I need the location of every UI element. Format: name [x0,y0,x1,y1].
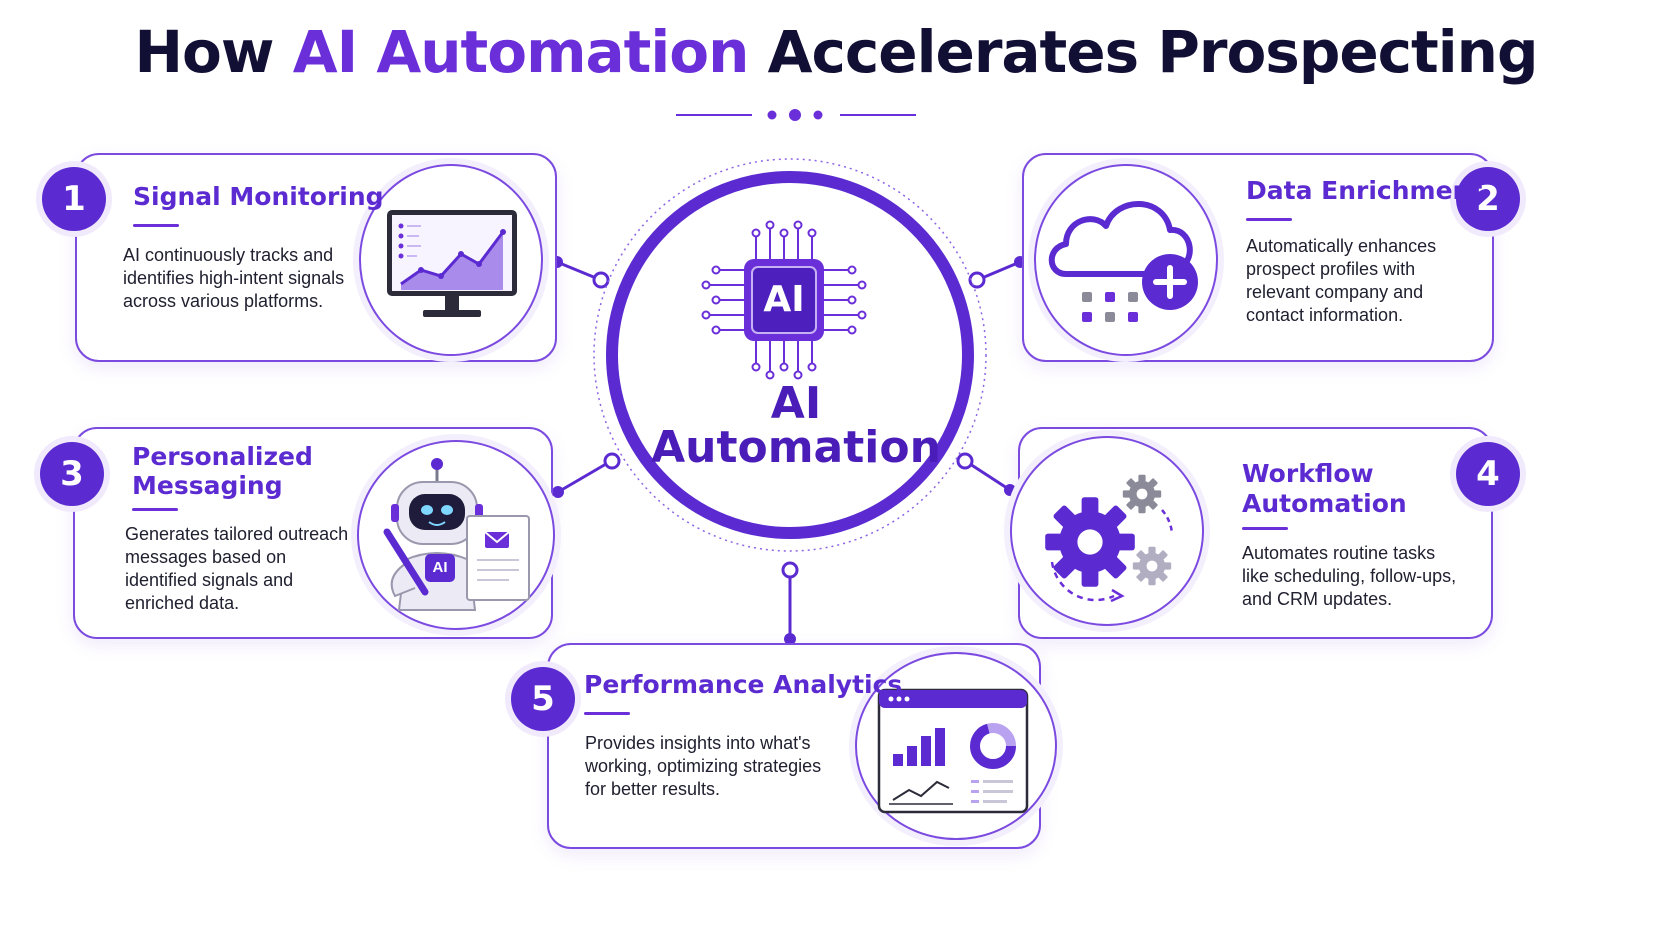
step-2-desc-line1: Automatically enhances [1246,236,1437,256]
gears-icon [1045,474,1174,603]
step-badge-4: 4 [1456,442,1520,506]
step-3-title-line2: Messaging [132,471,283,500]
step-2-title: Data Enrichment [1246,176,1483,205]
step-4-desc-line2: like scheduling, follow-ups, [1242,566,1457,586]
step-2-desc-line4: contact information. [1246,305,1404,325]
step-4-desc-line3: and CRM updates. [1242,589,1393,609]
step-2-icon-circle [1034,164,1218,356]
step-3-underline [132,508,178,511]
step-3-title-line1: Personalized [132,442,313,471]
step-2-underline [1246,218,1292,221]
title-part2: Accelerates Prospecting [748,18,1539,86]
step-4-desc-line1: Automates routine tasks [1242,543,1436,563]
step-3-desc-line3: identified signals and [125,570,294,590]
step-3-icon-circle: AI [357,440,555,630]
monitor-chart-icon [387,210,517,317]
step-5-desc-line1: Provides insights into what's [585,733,811,753]
ai-chip-icon [701,220,867,380]
step-1-desc-line1: AI continuously tracks and [123,245,334,265]
step-4-title-line1: Workflow [1242,459,1374,488]
step-2-desc-line3: relevant company and [1246,282,1424,302]
step-5-desc-line2: working, optimizing strategies [585,756,822,776]
step-3-desc-line4: enriched data. [125,593,240,613]
step-badge-2: 2 [1456,167,1520,231]
step-2-desc-line2: prospect profiles with [1246,259,1416,279]
step-3-desc-line1: Generates tailored outreach [125,524,349,544]
step-5-icon-circle [855,652,1057,840]
title-divider [676,109,916,121]
title-part1: How [134,18,293,86]
cloud-plus-icon [1048,201,1198,322]
step-5-title: Performance Analytics [584,670,903,699]
ai-chip-label: AI [763,279,805,320]
robot-writing-icon [383,458,530,611]
robot-chest-label: AI [432,559,448,576]
step-badge-1: 1 [42,167,106,231]
analytics-dashboard-icon [877,688,1029,814]
step-badge-3: 3 [40,442,104,506]
step-5-desc-line3: for better results. [585,779,721,799]
center-label-line2: Automation [651,422,941,473]
step-5-underline [584,712,630,715]
title-accent: AI Automation [292,18,750,86]
step-3-desc-line2: messages based on [125,547,287,567]
page-title: How AI Automation Accelerates Prospectin… [0,18,1672,86]
step-1-title: Signal Monitoring [133,182,384,211]
center-hub: AI AI Automation [586,145,1006,565]
step-4-icon-circle [1010,436,1204,626]
step-1-desc-line2: identifies high-intent signals [123,268,345,288]
step-1-icon-circle [359,164,543,356]
step-badge-5: 5 [511,667,575,731]
step-4-underline [1242,527,1288,530]
step-4-title-line2: Automation [1242,489,1407,518]
center-ring [593,158,987,552]
step-1-desc-line3: across various platforms. [123,291,324,311]
step-1-underline [133,224,179,227]
center-label-line1: AI [770,378,822,429]
